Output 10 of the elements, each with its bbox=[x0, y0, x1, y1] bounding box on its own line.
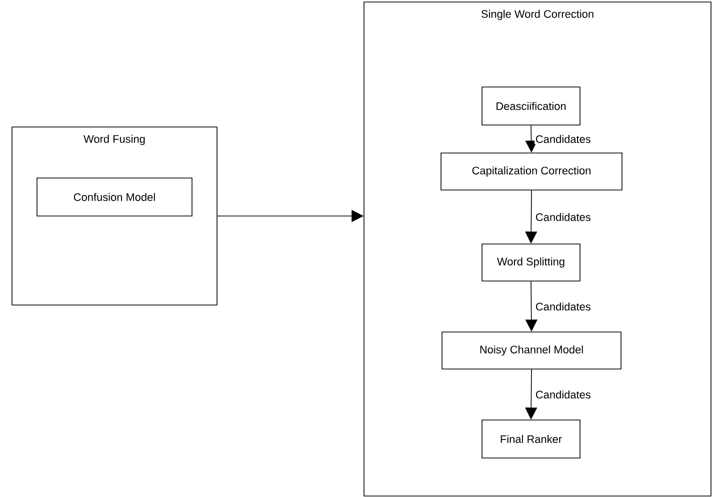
edge-label: Candidates bbox=[536, 390, 590, 399]
edge-label: Candidates bbox=[536, 134, 590, 144]
process-box: Noisy Channel Model bbox=[442, 332, 622, 370]
process-box: Final Ranker bbox=[482, 420, 580, 458]
process-box: Deasciification bbox=[482, 86, 580, 126]
process-box: Word Splitting bbox=[482, 244, 580, 282]
edge-label: Candidates bbox=[536, 302, 590, 311]
process-box: Confusion Model bbox=[36, 178, 192, 216]
edge-label: Candidates bbox=[536, 212, 590, 222]
process-box: Capitalization Correction bbox=[440, 152, 622, 190]
